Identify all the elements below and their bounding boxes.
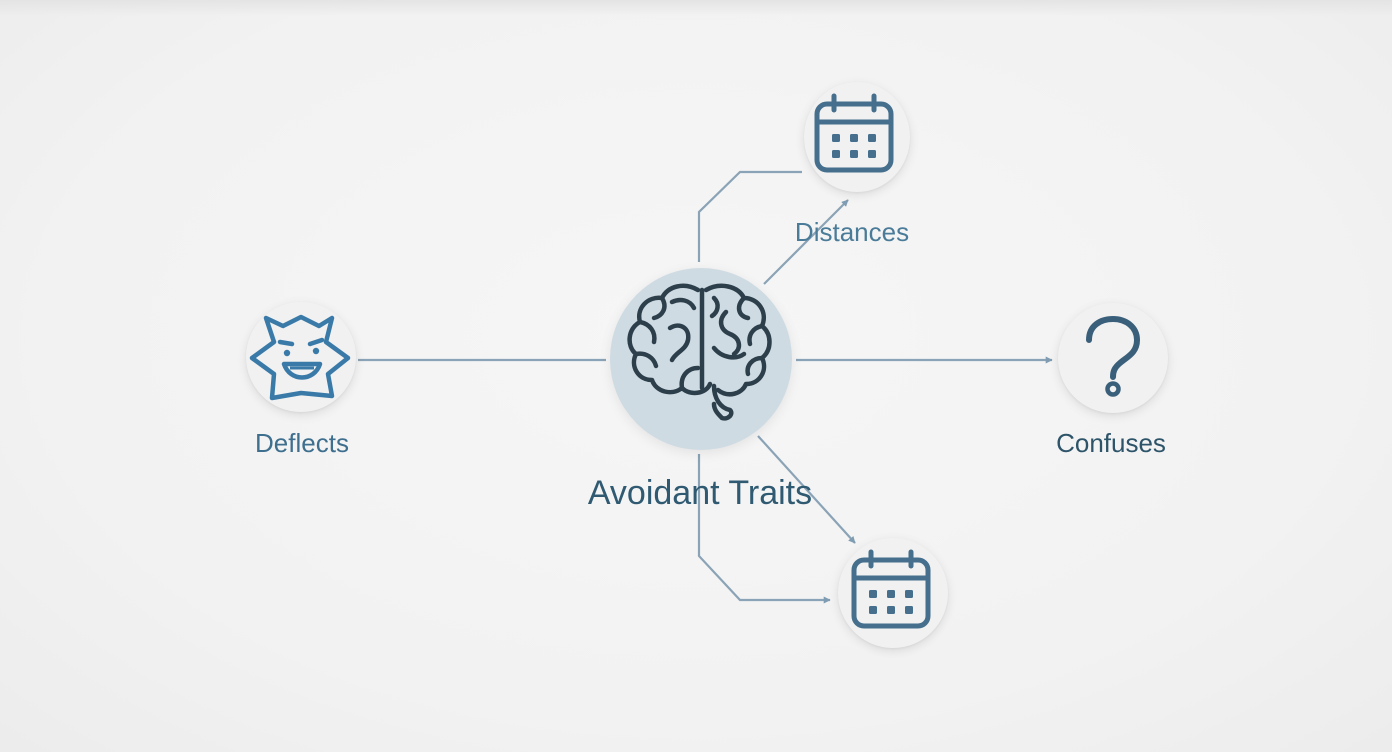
calendar-icon <box>814 93 894 173</box>
brain-icon <box>627 283 772 421</box>
confuses-node <box>1058 303 1168 413</box>
connector-elbow-top-calendar <box>697 170 802 262</box>
masked-face-icon <box>249 314 351 401</box>
connector-center-distances <box>763 199 849 285</box>
calendar-bottom-node <box>838 538 948 648</box>
center-title: Avoidant Traits <box>587 474 813 512</box>
calendar-icon <box>851 549 931 629</box>
distances-label: Distances <box>794 217 910 247</box>
confuses-label: Confuses <box>1056 428 1166 458</box>
connector-elbow-bottom-calendar <box>697 454 831 604</box>
question-mark-icon <box>1086 316 1140 397</box>
deflects-node <box>246 302 356 412</box>
connector-center-bottom-calendar-diagonal <box>757 435 856 544</box>
deflects-label: Deflects <box>255 428 349 458</box>
calendar-top-node <box>804 82 910 192</box>
top-edge-shade <box>0 0 1392 16</box>
center-node <box>610 268 792 450</box>
